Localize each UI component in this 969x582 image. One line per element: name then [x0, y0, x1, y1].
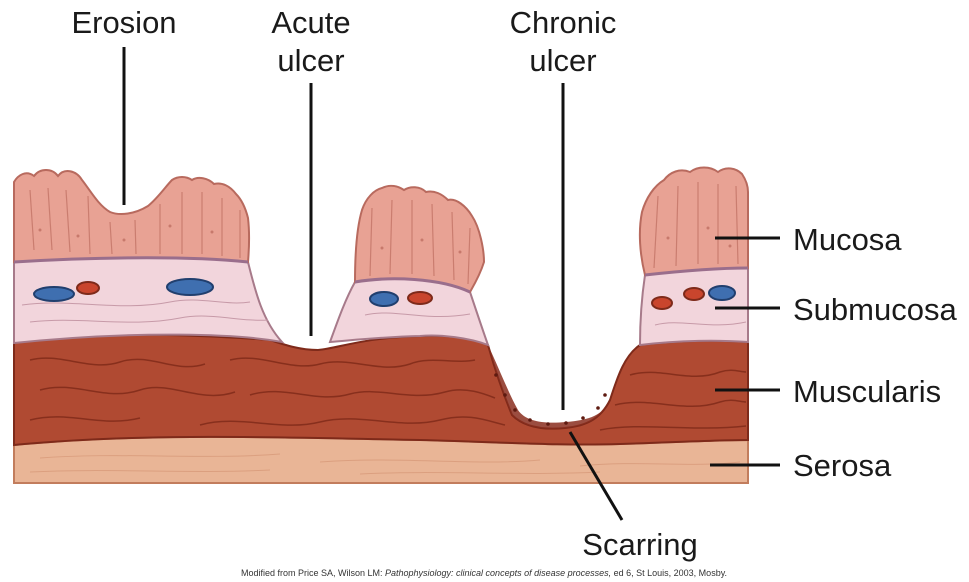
caption-suffix: ed 6, St Louis, 2003, Mosby.: [611, 568, 727, 578]
source-caption: Modified from Price SA, Wilson LM: Patho…: [241, 568, 727, 578]
label-mucosa: Mucosa: [793, 222, 902, 257]
artery: [408, 292, 432, 304]
label-erosion: Erosion: [71, 5, 176, 40]
caption-prefix: Modified from Price SA, Wilson LM:: [241, 568, 385, 578]
label-muscularis: Muscularis: [793, 374, 941, 409]
caption-title: Pathophysiology: clinical concepts of di…: [385, 568, 611, 578]
label-scarring: Scarring: [582, 527, 697, 562]
vein: [370, 292, 398, 306]
vein: [709, 286, 735, 300]
label-submucosa: Submucosa: [793, 292, 957, 327]
vein: [34, 287, 74, 301]
vein: [167, 279, 213, 295]
muscularis-layer: [14, 335, 748, 445]
artery: [684, 288, 704, 300]
mucosa-middle: [355, 186, 484, 292]
label-acute-line1: Acute: [271, 5, 350, 40]
artery: [77, 282, 99, 294]
artery: [652, 297, 672, 309]
label-serosa: Serosa: [793, 448, 892, 483]
label-acute-line2: ulcer: [277, 43, 344, 78]
label-chronic-line1: Chronic: [510, 5, 617, 40]
label-chronic-line2: ulcer: [529, 43, 596, 78]
